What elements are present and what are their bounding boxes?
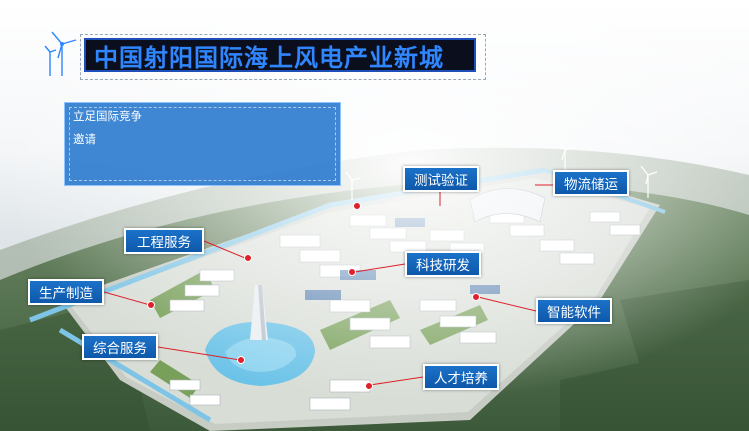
label-research-development[interactable]: 科技研发 xyxy=(405,251,481,277)
page-title: 中国射阳国际海上风电产业新城 xyxy=(94,43,444,72)
info-panel-dashed-border xyxy=(69,107,336,181)
label-logistics-storage[interactable]: 物流储运 xyxy=(553,170,629,196)
label-talent-training[interactable]: 人才培养 xyxy=(423,364,499,390)
label-manufacturing[interactable]: 生产制造 xyxy=(28,279,104,305)
label-testing-verification[interactable]: 测试验证 xyxy=(403,166,479,192)
marker-dot xyxy=(353,202,361,210)
label-comprehensive-services[interactable]: 综合服务 xyxy=(82,334,158,360)
info-line-1: 立足国际竞争 xyxy=(73,109,142,123)
title-banner: 中国射阳国际海上风电产业新城 xyxy=(84,38,476,72)
label-smart-software[interactable]: 智能软件 xyxy=(536,298,612,324)
wind-turbine-icon xyxy=(44,31,77,76)
info-panel: 立足国际竞争 邀请 xyxy=(64,102,341,186)
title-block: 中国射阳国际海上风电产业新城 xyxy=(44,26,489,80)
title-dashed-frame xyxy=(80,34,486,80)
label-engineering-services[interactable]: 工程服务 xyxy=(124,228,204,254)
info-line-2: 邀请 xyxy=(73,132,96,146)
